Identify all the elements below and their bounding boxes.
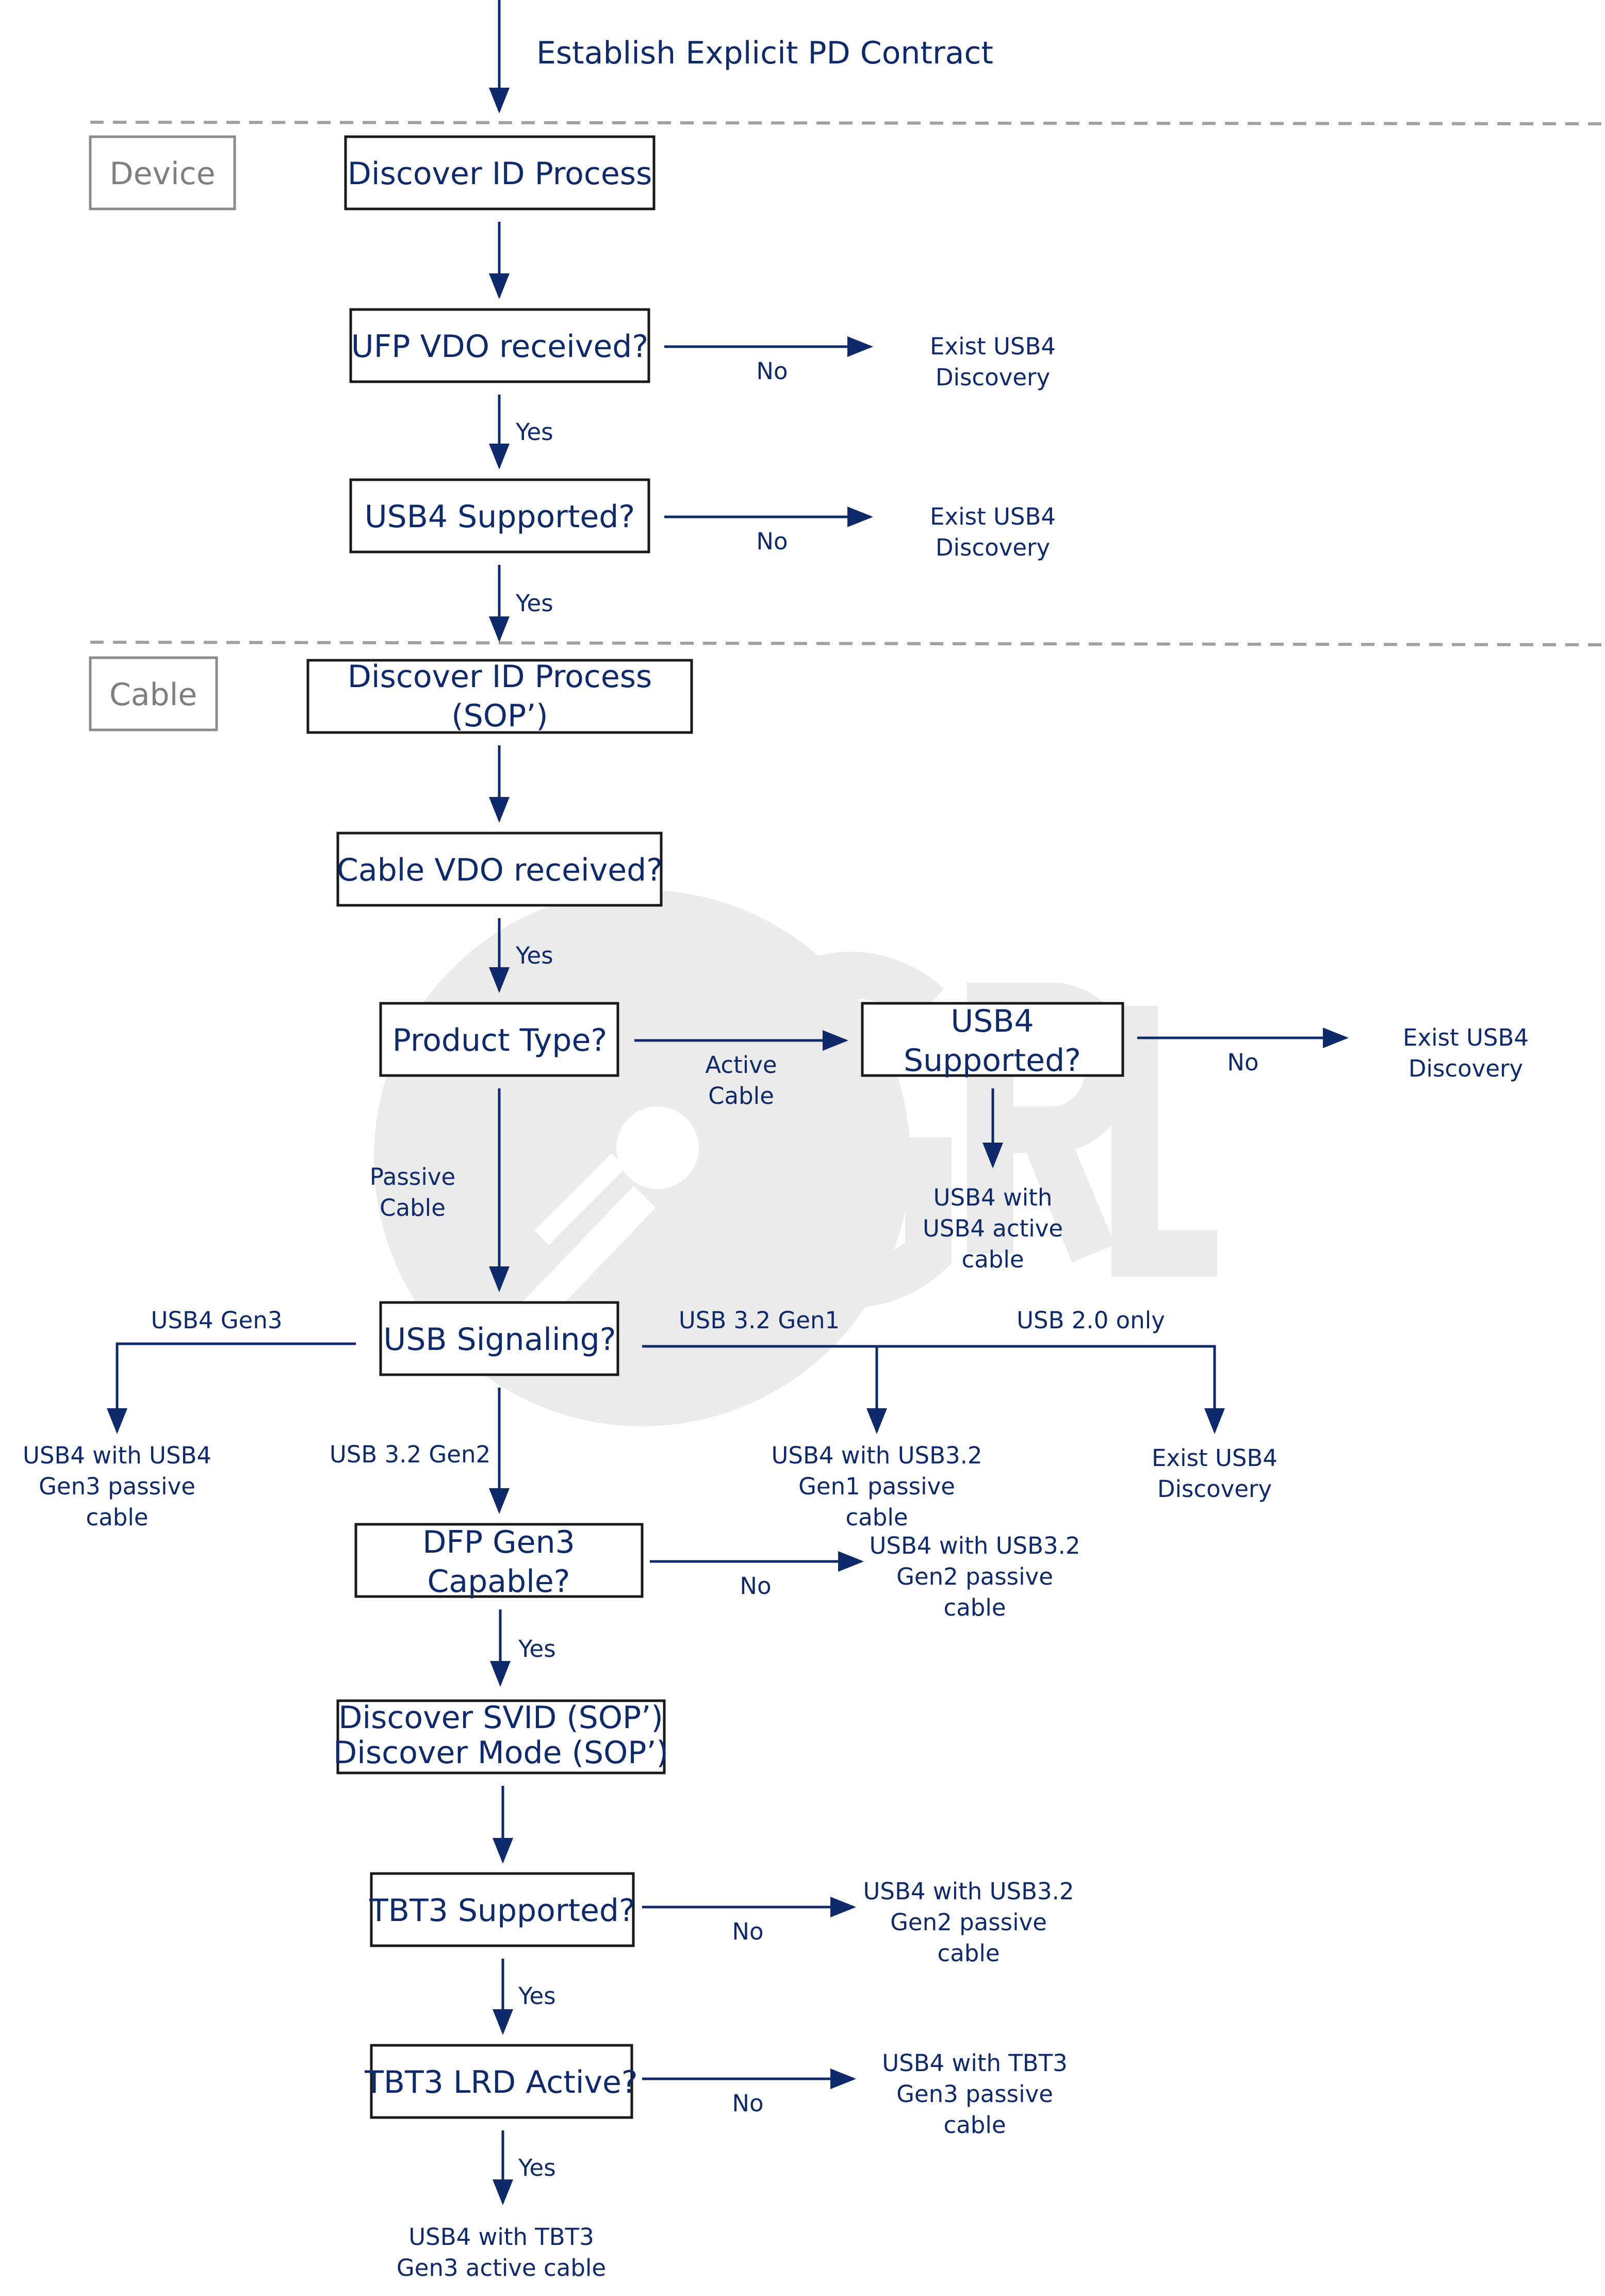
usb32-gen1-label: USB 3.2 Gen1 [679,1307,840,1334]
usb4-supported-cable-line1: USB4 [951,1003,1034,1039]
ufp-vdo-box [349,308,650,383]
usb4-cable-no-label: No [1227,1049,1258,1076]
dfp-gen2-passive-line1: USB4 with USB3.2 [869,1532,1080,1559]
usb4-supported-device-box [349,478,650,553]
usb32-gen2-label: USB 3.2 Gen2 [330,1441,490,1468]
dfp-gen2-passive-line2: Gen2 passive [896,1563,1053,1590]
usb20-only-label: USB 2.0 only [1017,1307,1165,1334]
dfp-gen2-passive-line3: cable [943,1594,1006,1621]
discover-id-sop-box [306,659,693,734]
usb4-device-no-label: No [756,528,788,555]
tbt3-active-line2: Gen3 active cable [397,2254,606,2282]
discover-svid-line2: Discover Mode (SOP’) [333,1735,668,1771]
usb20-exit-line1: Exist USB4 [1152,1444,1278,1472]
usb4-cable-exit-line1: Exist USB4 [1403,1024,1529,1051]
tbt3-no-label: No [732,1918,763,1945]
device-lane-box [89,135,236,210]
usb4-gen3-passive-line2: Gen3 passive [39,1473,195,1500]
tbt3-gen3-passive-line3: cable [943,2111,1006,2139]
usb4-supported-cable-line2: Supported? [904,1043,1081,1079]
tbt3-gen3-passive-line2: Gen3 passive [896,2080,1053,2108]
tbt3-supported-label: TBT3 Supported? [369,1893,635,1929]
lrd-no-label: No [732,2090,763,2117]
usb20-exit-line2: Discovery [1157,1475,1272,1503]
tbt3-supported-box [370,1872,635,1947]
dfp-gen3-box [354,1523,644,1598]
product-type-label: Product Type? [392,1022,608,1059]
tbt3-lrd-label: TBT3 LRD Active? [364,2064,638,2100]
usb-signaling-box [379,1301,619,1376]
usb4-active-line3: cable [961,1246,1024,1273]
start-label: Establish Explicit PD Contract [536,35,993,71]
discover-id-box [344,135,656,210]
ufp-exit-line2: Discovery [936,364,1050,391]
ufp-yes-label: Yes [515,418,553,446]
arrow-signaling-usb20 [642,1345,1225,1434]
usb32-gen1-passive-line1: USB4 with USB3.2 [771,1442,982,1469]
tbt3-active-line1: USB4 with TBT3 [408,2223,594,2251]
tbt3-gen2-passive-line1: USB4 with USB3.2 [863,1878,1074,1905]
cable-vdo-label: Cable VDO received? [337,852,663,888]
dfp-gen3-line2: Capable? [427,1564,570,1600]
ufp-no-label: No [756,357,788,385]
usb4-device-exit-line1: Exist USB4 [930,503,1056,530]
passive-cable-line2: Cable [380,1194,446,1222]
usb32-gen1-passive-line3: cable [845,1504,908,1531]
ufp-exit-line1: Exist USB4 [930,333,1056,360]
dfp-gen3-line1: DFP Gen3 [422,1524,575,1560]
usb4-active-line2: USB4 active [923,1215,1063,1242]
discover-svid-line1: Discover SVID (SOP’) [338,1700,663,1736]
dfp-yes-label: Yes [518,1635,556,1663]
tbt3-gen2-passive-line2: Gen2 passive [890,1909,1047,1936]
cable-lane-label: Cable [109,677,197,713]
tbt3-yes-label: Yes [518,1982,556,2010]
usb4-device-exit-line2: Discovery [936,534,1050,561]
discover-id-sop-line2: (SOP’) [451,698,548,734]
cable-separator [90,641,1605,646]
usb4-supported-cable-box [861,1002,1124,1077]
device-lane-label: Device [109,156,215,192]
cable-vdo-yes-label: Yes [515,942,553,969]
tbt3-lrd-box [370,2044,633,2119]
tbt3-gen2-passive-line3: cable [937,1940,1000,1967]
discover-id-label: Discover ID Process [348,156,652,192]
device-separator [90,121,1605,125]
arrow-signaling-usb4-gen3 [107,1342,356,1434]
usb32-gen1-passive-line2: Gen1 passive [798,1473,955,1500]
product-type-box [379,1002,619,1077]
usb4-supported-device-label: USB4 Supported? [365,499,635,535]
lrd-yes-label: Yes [518,2154,556,2181]
discover-id-sop-line1: Discover ID Process [348,659,652,695]
cable-lane-box [89,656,218,731]
usb-signaling-label: USB Signaling? [383,1322,616,1358]
passive-cable-line1: Passive [370,1163,455,1191]
tbt3-gen3-passive-line1: USB4 with TBT3 [882,2049,1068,2077]
usb4-gen3-passive-line1: USB4 with USB4 [23,1442,211,1469]
discover-svid-box [336,1699,666,1774]
dfp-no-label: No [740,1572,771,1600]
usb4-gen3-passive-line3: cable [86,1504,148,1531]
usb4-cable-exit-line2: Discovery [1409,1055,1523,1082]
usb4-active-line1: USB4 with [933,1184,1053,1211]
active-cable-line2: Cable [708,1082,774,1110]
active-cable-line1: Active [705,1051,777,1079]
usb4-gen3-label: USB4 Gen3 [151,1307,282,1334]
ufp-vdo-label: UFP VDO received? [351,329,648,365]
usb4-device-yes-label: Yes [515,590,553,617]
cable-vdo-box [336,832,663,907]
